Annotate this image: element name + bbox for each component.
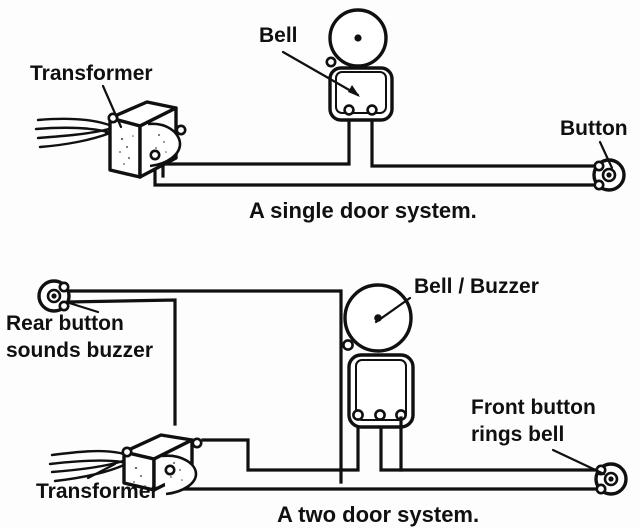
- bell-buzzer-striker: [342, 339, 354, 351]
- rear-button-terminal-lower: [58, 300, 70, 312]
- push-button-top: [592, 158, 626, 192]
- bell-leader-top: [281, 50, 360, 97]
- rear-button-label-line1: Rear button: [6, 312, 124, 335]
- button-plunger-center: [606, 172, 612, 178]
- transformer-label-top: Transformer: [30, 62, 153, 85]
- rear-button-label-line2: sounds buzzer: [6, 339, 153, 362]
- transformer-top: [34, 100, 187, 179]
- button-leader-top: [598, 140, 614, 170]
- bell-leader-arrowhead: [348, 85, 360, 97]
- top-wiring: [153, 114, 607, 187]
- rear-button-terminal-upper: [58, 281, 70, 293]
- wire-transformer-to-bell: [161, 114, 351, 178]
- transformer-front-face: [108, 116, 142, 179]
- transformer-bottom: [48, 433, 203, 496]
- bell-terminal-right: [366, 104, 378, 116]
- rear-button-plunger-center: [51, 293, 57, 299]
- front-button-leader: [551, 448, 606, 476]
- front-push-button: [594, 462, 628, 496]
- wire-transformer-to-button: [153, 153, 607, 187]
- button-terminal-lower: [593, 179, 605, 191]
- top-labels: Transformer Bell Button A single door sy…: [30, 24, 628, 223]
- button-label-top: Button: [560, 117, 628, 140]
- transformer-terminal-right: [175, 124, 187, 136]
- bell-unit-top: [325, 8, 394, 122]
- transformer-texture-bottom: [133, 462, 183, 487]
- bell-buzzer-housing: [347, 353, 415, 429]
- front-button-label-line2: rings bell: [471, 423, 564, 446]
- bell-buzzer-terminal-middle: [374, 409, 386, 421]
- rear-push-button: [37, 279, 71, 313]
- wire-transformer-to-front-button: [176, 453, 607, 491]
- bottom-wiring: [62, 289, 607, 491]
- bell-buzzer-unit: [342, 283, 415, 472]
- wire-bell-to-front-button: [379, 416, 602, 472]
- transformer-terminal-low: [149, 149, 161, 161]
- front-button-label-line1: Front button: [471, 396, 596, 419]
- front-button-plunger-center: [608, 476, 614, 482]
- button-terminal-upper: [593, 160, 605, 172]
- bell-gong-center-screw: [354, 34, 362, 42]
- rear-button-leader: [64, 300, 100, 314]
- transformer-texture: [119, 134, 167, 165]
- transformer-terminal-right-bottom: [191, 437, 203, 449]
- transformer-label-bottom: Transformer: [36, 480, 159, 503]
- bell-buzzer-label: Bell / Buzzer: [414, 275, 539, 298]
- caption-single-door: A single door system.: [249, 198, 477, 223]
- transformer-terminal-top-bottom: [121, 446, 133, 458]
- bell-terminal-left: [343, 104, 355, 116]
- front-button-terminal-lower: [595, 483, 607, 495]
- transformer-supply-leads: [34, 117, 115, 149]
- bell-housing-inner: [335, 71, 387, 114]
- caption-two-door: A two door system.: [277, 502, 479, 527]
- transformer-leader-top: [101, 84, 123, 129]
- wire-bell-to-button: [370, 114, 602, 168]
- transformer-leader-bottom: [86, 462, 117, 480]
- wire-rear-button-lower: [66, 298, 177, 426]
- transformer-terminal-low-bottom: [164, 464, 176, 476]
- bell-label-top: Bell: [259, 24, 298, 47]
- wire-transformer-to-bell-left: [201, 416, 360, 472]
- bottom-labels: Bell / Buzzer Rear button sounds buzzer …: [6, 275, 606, 527]
- wire-rear-button-top: [62, 289, 343, 484]
- bell-striker: [325, 56, 337, 68]
- bell-buzzer-terminal-left: [352, 409, 364, 421]
- bell-buzzer-leader: [374, 296, 412, 324]
